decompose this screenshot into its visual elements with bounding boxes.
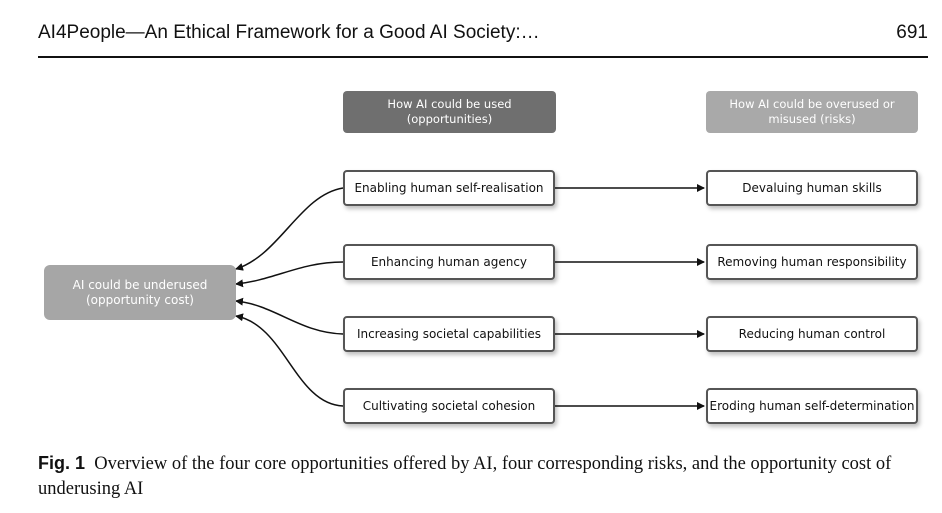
opportunity-box-2: Enhancing human agency <box>343 244 555 280</box>
arrow-opportunity-1-to-underuse <box>235 187 344 271</box>
arrow-opportunity-2-to-underuse <box>235 261 344 288</box>
risk-box-4: Eroding human self-determination <box>706 388 918 424</box>
risk-box-3: Reducing human control <box>706 316 918 352</box>
arrow-opportunity-4-to-underuse <box>235 313 344 407</box>
figure-caption: Fig. 1 Overview of the four core opportu… <box>38 451 928 502</box>
opportunity-box-3: Increasing societal capabilities <box>343 316 555 352</box>
risk-box-1: Devaluing human skills <box>706 170 918 206</box>
opportunities-heading: How AI could be used (opportunities) <box>343 91 556 133</box>
underuse-box: AI could be underused (opportunity cost) <box>44 265 236 320</box>
connector-arrows <box>235 184 705 410</box>
header-rule <box>38 56 928 58</box>
running-title: AI4People—An Ethical Framework for a Goo… <box>38 22 540 43</box>
figure-caption-text: Overview of the four core opportunities … <box>38 454 892 499</box>
arrow-opportunity-3-to-underuse <box>235 297 344 335</box>
opportunity-box-1: Enabling human self-realisation <box>343 170 555 206</box>
figure-label: Fig. 1 <box>38 453 86 473</box>
risks-heading: How AI could be overused or misused (ris… <box>706 91 918 133</box>
page-number: 691 <box>896 22 928 43</box>
opportunity-box-4: Cultivating societal cohesion <box>343 388 555 424</box>
risk-box-2: Removing human responsibility <box>706 244 918 280</box>
